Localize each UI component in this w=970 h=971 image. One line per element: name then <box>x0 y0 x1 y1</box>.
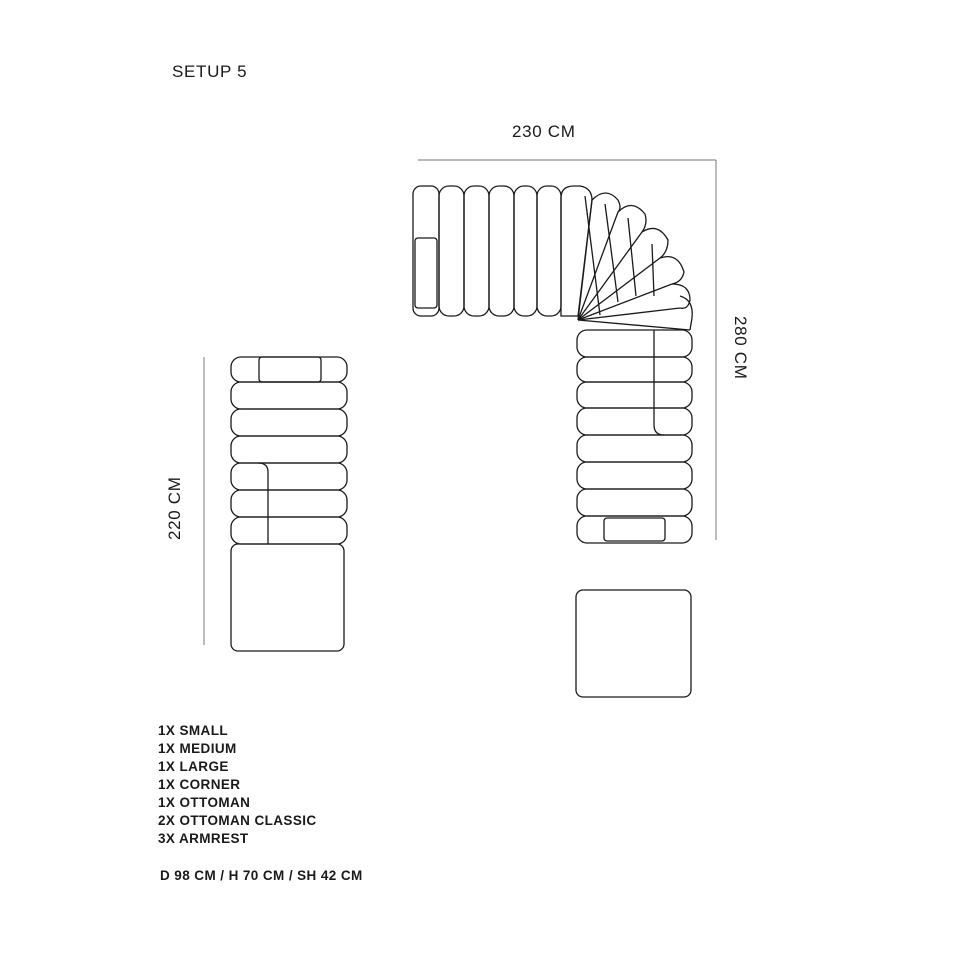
seat-cushion <box>576 356 693 383</box>
seat-cushion <box>513 185 538 317</box>
seat-cushion <box>536 185 562 317</box>
setup-title: SETUP 5 <box>172 62 248 81</box>
left-sofa-section <box>230 356 348 652</box>
ottoman-left <box>230 543 345 652</box>
ottoman-right <box>575 589 692 698</box>
seat-cushion <box>560 185 593 317</box>
seat-cushion <box>576 461 693 490</box>
seat-cushion <box>230 435 348 464</box>
armrest-cushion <box>258 356 322 383</box>
dimension-specs: D 98 CM / H 70 CM / SH 42 CM <box>160 868 363 883</box>
width-dimension-label: 230 CM <box>512 122 576 141</box>
seat-cushion <box>230 381 348 410</box>
seat-cushion <box>463 185 490 317</box>
seat-cushion <box>230 489 348 518</box>
seat-cushion <box>230 462 348 491</box>
right-sofa-section <box>576 329 693 544</box>
parts-list: 1X SMALL 1X MEDIUM 1X LARGE 1X CORNER 1X… <box>158 722 317 848</box>
seat-cushion <box>576 407 693 436</box>
seat-cushion <box>230 408 348 437</box>
parts-list-item: 1X SMALL <box>158 723 228 738</box>
armrest-left <box>412 185 440 317</box>
seat-cushion <box>488 185 515 317</box>
top-sofa-section <box>412 185 593 317</box>
armrest-bottom <box>576 515 693 544</box>
seat-cushion <box>576 329 693 358</box>
backrest-edge <box>257 462 269 544</box>
armrest-cushion <box>414 237 438 309</box>
seat-cushion <box>576 488 693 517</box>
parts-list-item: 1X LARGE <box>158 759 229 774</box>
backrest-edge <box>653 330 665 436</box>
parts-list-item: 3X ARMREST <box>158 831 249 846</box>
parts-list-item: 1X OTTOMAN <box>158 795 251 810</box>
parts-list-item: 2X OTTOMAN CLASSIC <box>158 813 317 828</box>
seat-cushion <box>576 434 693 463</box>
seat-cushion <box>438 185 465 317</box>
seat-cushion <box>230 516 348 545</box>
seat-cushion <box>576 381 693 409</box>
parts-list-item: 1X MEDIUM <box>158 741 237 756</box>
corner-sofa-section <box>577 192 693 331</box>
armrest-top <box>230 356 348 383</box>
armrest-cushion <box>603 517 666 542</box>
dimension-lines <box>203 159 717 645</box>
parts-list-item: 1X CORNER <box>158 777 241 792</box>
